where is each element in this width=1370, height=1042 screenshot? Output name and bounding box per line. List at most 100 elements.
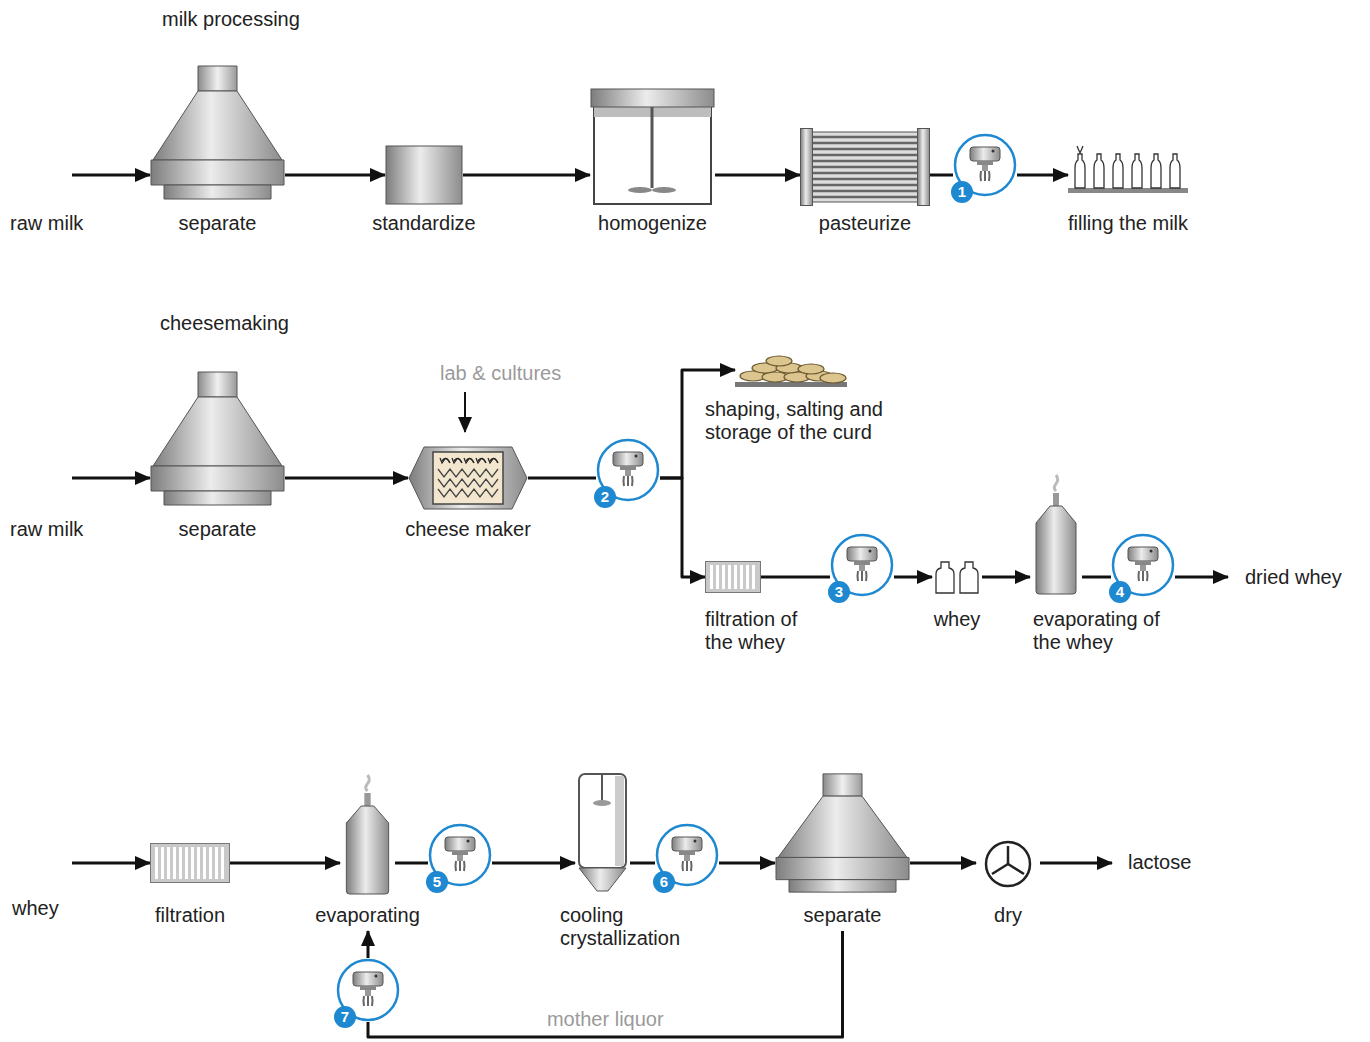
drawing-rect <box>854 561 870 565</box>
flow-connector <box>660 478 705 577</box>
drawing-rect <box>364 793 370 806</box>
drawing-rect <box>918 129 930 206</box>
process-step: standardize <box>385 145 463 205</box>
flow-connector <box>719 862 775 865</box>
drawing-rect <box>353 972 383 986</box>
step-label: whey <box>934 608 981 631</box>
drawing-ellipse <box>628 187 652 193</box>
drawing-rect <box>198 372 237 397</box>
drawing-polyline <box>438 479 498 487</box>
evaporator-icon <box>340 775 395 895</box>
process-step: shaping, salting and storage of the curd <box>735 352 847 388</box>
drawing-line <box>1007 846 1010 864</box>
homogenizer-icon <box>590 88 715 206</box>
stream-label: raw milk <box>10 212 83 235</box>
drawing-path <box>1077 146 1083 153</box>
drawing-path <box>346 806 388 894</box>
drawing-rect <box>734 565 737 589</box>
callout-number: 5 <box>426 871 448 893</box>
drawing-path <box>456 861 465 871</box>
process-step: whey <box>932 560 982 594</box>
filter-icon <box>150 843 230 883</box>
drawing-path <box>440 458 445 463</box>
step-label: separate <box>804 904 882 927</box>
flow-connector <box>910 862 976 865</box>
flow-connector <box>930 174 953 177</box>
flow-connector <box>367 931 370 958</box>
drawing-circle <box>1150 550 1153 553</box>
callout-number: 4 <box>1109 581 1131 603</box>
process-step: cooling crystallization <box>575 773 630 893</box>
drawing-line <box>72 174 150 177</box>
drawing-ellipse <box>652 187 676 193</box>
drawing-polygon <box>579 868 626 891</box>
drawing-rect <box>198 66 237 91</box>
input-output-arrows <box>72 175 1228 863</box>
drawing-rect <box>823 774 862 796</box>
standardizer-icon <box>385 145 463 205</box>
process-step: evaporating <box>340 775 395 895</box>
drawing-rect <box>360 986 376 990</box>
drawing-path <box>366 775 370 791</box>
flow-connector <box>630 862 655 865</box>
stream-label: dried whey <box>1245 566 1342 589</box>
drawing-rect <box>812 132 918 202</box>
drawing-rect <box>625 470 631 476</box>
drawing-rect <box>706 562 761 593</box>
drawing-line <box>812 148 918 151</box>
drawing-polygon <box>409 447 527 509</box>
drawing-rect <box>728 565 731 589</box>
drawing-rect <box>1135 561 1151 565</box>
drawing-line <box>812 184 918 187</box>
flow-connector <box>894 576 932 579</box>
callout-number: 7 <box>334 1006 356 1028</box>
drawing-rect <box>197 847 200 879</box>
step-label: separate <box>179 518 257 541</box>
drawing-rect <box>722 565 725 589</box>
process-step: dry <box>976 840 1040 888</box>
drawing-path <box>488 458 493 463</box>
drawing-rect <box>365 990 371 996</box>
drawing-polygon <box>778 796 907 857</box>
drawing-circle <box>869 550 872 553</box>
stream-label: raw milk <box>10 518 83 541</box>
drawing-line <box>1008 864 1024 874</box>
drawing-rect <box>970 147 1000 161</box>
drawing-rect <box>151 844 230 883</box>
drawing-polyline <box>438 469 498 477</box>
step-label: cheese maker <box>405 518 531 541</box>
drawing-circle <box>375 975 378 978</box>
drawing-line <box>812 160 918 163</box>
step-label: filling the milk <box>1068 212 1188 235</box>
drawing-path <box>858 571 867 581</box>
separator-icon <box>150 65 285 200</box>
stream-label: lactose <box>1128 851 1191 874</box>
drawing-circle <box>694 840 697 843</box>
drawing-rect <box>173 847 176 879</box>
drawing-rect <box>1140 565 1146 571</box>
drawing-rect <box>191 847 194 879</box>
drawing-line <box>72 477 150 480</box>
drawing-polygon <box>153 91 282 160</box>
cheese-maker-icon <box>408 433 528 523</box>
drawing-rect <box>710 565 713 589</box>
drawing-line <box>812 178 918 181</box>
drawing-rect <box>164 491 271 505</box>
section-title: cheesemaking <box>160 312 289 335</box>
drawing-path <box>936 562 954 593</box>
drawing-path <box>1054 475 1057 491</box>
drawing-rect <box>613 452 643 466</box>
step-label: shaping, salting and storage of the curd <box>705 398 920 444</box>
drawing-circle <box>635 455 638 458</box>
drawing-rect <box>161 847 164 879</box>
step-label: evaporating <box>315 904 420 927</box>
sensor-node: 6 <box>655 823 719 887</box>
drawing-rect <box>445 837 475 851</box>
connector-label: mother liquor <box>547 1008 664 1031</box>
separator-icon <box>150 371 285 506</box>
drawing-line <box>601 774 603 803</box>
callout-number: 6 <box>653 871 675 893</box>
flow-connector <box>715 174 800 177</box>
evaporator-icon <box>1030 475 1082 595</box>
dryer-icon <box>976 840 1040 888</box>
